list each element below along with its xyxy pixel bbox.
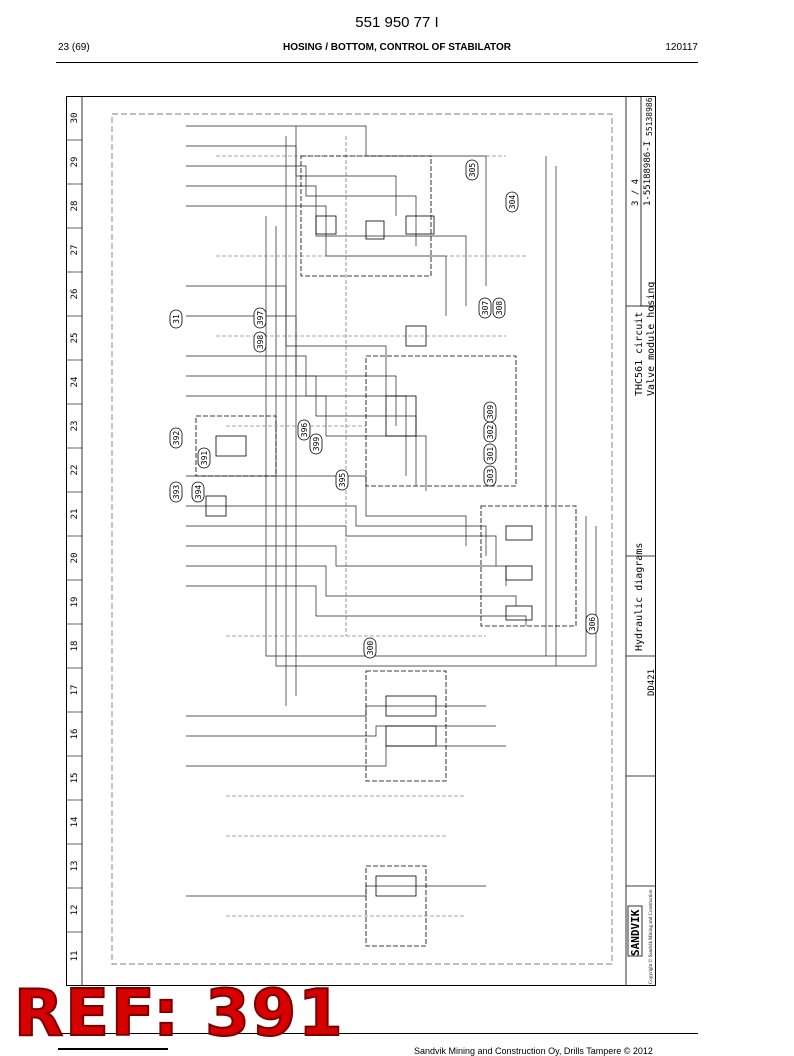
svg-text:31: 31	[172, 314, 181, 324]
svg-text:306: 306	[588, 617, 597, 632]
column-number: 29	[70, 157, 80, 168]
svg-text:305: 305	[468, 163, 477, 178]
svg-text:300: 300	[366, 641, 375, 656]
title-block-sheet: 3 / 4	[631, 179, 641, 206]
column-number: 30	[70, 113, 80, 124]
svg-text:397: 397	[256, 311, 265, 326]
callout-308: 308	[492, 297, 506, 319]
callout-302: 302	[483, 421, 497, 443]
callout-301: 301	[483, 443, 497, 465]
callout-398: 398	[253, 331, 267, 353]
sandvik-logo-text: SANDVIK	[629, 909, 642, 956]
svg-text:307: 307	[481, 301, 490, 316]
callout-399: 399	[309, 433, 323, 455]
callout-306: 306	[585, 613, 599, 635]
title-block-dwg-no: 1-55188986-I	[643, 141, 653, 206]
dashed-enclosure	[111, 113, 613, 965]
footer-rule	[56, 1033, 698, 1034]
column-number: 16	[70, 729, 80, 740]
column-number: 27	[70, 245, 80, 256]
callout-393: 393	[169, 481, 183, 503]
page-code: 120117	[665, 42, 698, 53]
callout-396: 396	[297, 419, 311, 441]
callout-31: 31	[169, 309, 183, 329]
column-number: 12	[70, 905, 80, 916]
title-block-subtitle: Valve module hosing	[646, 282, 656, 396]
callout-300: 300	[363, 637, 377, 659]
svg-text:395: 395	[338, 473, 347, 488]
column-number: 21	[70, 509, 80, 520]
column-number: 14	[70, 817, 80, 828]
footer-logo-bar	[58, 1048, 168, 1056]
callout-395: 395	[335, 469, 349, 491]
callout-309: 309	[483, 401, 497, 423]
svg-text:304: 304	[508, 195, 517, 210]
callouts: 305 304 31 397 398 307 308 396 399 392 3…	[169, 159, 599, 659]
svg-text:399: 399	[312, 437, 321, 452]
page-info: 23 (69)	[58, 42, 90, 53]
sandvik-logo	[627, 905, 643, 957]
dashed-hose-lines	[216, 136, 526, 917]
hydraulic-diagram: 30 29 28 27 26 25 24 23 22 21 20 19 18 1…	[66, 96, 656, 986]
column-number: 26	[70, 289, 80, 300]
callout-391: 391	[197, 447, 211, 469]
drawing-frame	[66, 96, 656, 986]
title-block-title: THC561 circuit	[634, 312, 645, 396]
valve-blocks	[195, 155, 577, 947]
doc-number: 551 950 77 I	[355, 14, 439, 31]
hose-lines	[186, 125, 597, 897]
callout-394: 394	[191, 481, 205, 503]
title-block	[625, 96, 656, 986]
title-block-code: DD421	[647, 669, 656, 696]
column-number: 28	[70, 201, 80, 212]
column-strip	[66, 139, 82, 933]
page-title: HOSING / BOTTOM, CONTROL OF STABILATOR	[283, 42, 511, 53]
svg-text:308: 308	[495, 301, 504, 316]
svg-text:391: 391	[200, 451, 209, 466]
callout-303: 303	[483, 465, 497, 487]
title-block-id-code: 55138986	[645, 97, 654, 136]
footer-text: Sandvik Mining and Construction Oy, Dril…	[414, 1046, 653, 1056]
svg-text:398: 398	[256, 335, 265, 350]
ref-stamp: REF: 391	[13, 977, 345, 1051]
column-number: 24	[70, 377, 80, 388]
column-number: 11	[70, 951, 80, 962]
column-number: 15	[70, 773, 80, 784]
column-number: 20	[70, 553, 80, 564]
callout-305: 305	[465, 159, 479, 181]
copyright-text: Copyright © Sandvik Mining and Construct…	[648, 889, 654, 984]
callout-307: 307	[478, 297, 492, 319]
header-rule	[56, 62, 698, 63]
callout-304: 304	[505, 191, 519, 213]
title-block-diagram-type: Hydraulic diagrams	[634, 543, 645, 651]
column-number: 22	[70, 465, 80, 476]
column-number: 13	[70, 861, 80, 872]
column-number: 19	[70, 597, 80, 608]
column-number: 17	[70, 685, 80, 696]
svg-text:301: 301	[486, 447, 495, 462]
callout-392: 392	[169, 427, 183, 449]
svg-text:303: 303	[486, 469, 495, 484]
svg-text:394: 394	[194, 485, 203, 500]
column-number: 18	[70, 641, 80, 652]
column-number: 25	[70, 333, 80, 344]
svg-text:396: 396	[300, 423, 309, 438]
column-number: 23	[70, 421, 80, 432]
callout-397: 397	[253, 307, 267, 329]
svg-text:393: 393	[172, 485, 181, 500]
svg-text:392: 392	[172, 431, 181, 446]
svg-text:309: 309	[486, 405, 495, 420]
svg-text:302: 302	[486, 425, 495, 440]
